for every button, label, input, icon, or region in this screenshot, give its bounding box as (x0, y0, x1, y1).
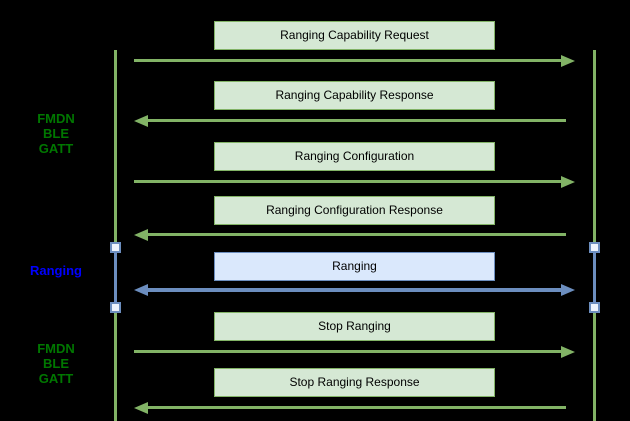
arrowhead-left-icon (134, 402, 148, 414)
message-box-ranging-capability-response: Ranging Capability Response (214, 81, 495, 110)
activation-marker (110, 302, 121, 313)
protocol-label-line: Ranging (30, 263, 82, 278)
activation-marker (589, 302, 600, 313)
protocol-label-line: GATT (38, 141, 74, 156)
activation-segment-right (593, 247, 596, 308)
arrowhead-right-icon (561, 346, 575, 358)
arrow-left-icon (134, 402, 575, 414)
arrowhead-right-icon (561, 284, 575, 296)
arrow-left-icon (134, 115, 575, 127)
arrow-right-icon (134, 346, 575, 358)
arrow-right-icon (134, 176, 575, 188)
protocol-label-line: FMDN (37, 341, 75, 356)
arrowhead-left-icon (134, 284, 148, 296)
message-label: Ranging Configuration (294, 149, 415, 163)
arrow-left-icon (134, 229, 575, 241)
message-label: Ranging Capability Response (275, 88, 434, 102)
lifeline-left (114, 50, 117, 421)
protocol-label-line: FMDN (37, 111, 75, 126)
message-box-ranging-configuration-response: Ranging Configuration Response (214, 196, 495, 225)
message-label: Stop Ranging (318, 319, 391, 333)
arrow-shaft (134, 180, 564, 183)
arrow-shaft (134, 59, 564, 62)
message-box-stop-ranging-response: Stop Ranging Response (214, 368, 495, 397)
protocol-label-fmdn-gatt-top: FMDN BLE GATT (13, 111, 99, 156)
message-label: Ranging Capability Request (280, 28, 429, 42)
arrowhead-left-icon (134, 229, 148, 241)
message-box-ranging: Ranging (214, 252, 495, 281)
message-box-ranging-capability-request: Ranging Capability Request (214, 21, 495, 50)
activation-segment-left (114, 247, 117, 308)
protocol-label-fmdn-gatt-bottom: FMDN BLE GATT (13, 341, 99, 386)
arrow-shaft (145, 406, 566, 409)
arrow-bidirectional-icon (134, 284, 575, 296)
protocol-label-ranging: Ranging (13, 263, 99, 278)
arrowhead-right-icon (561, 176, 575, 188)
arrow-shaft (145, 288, 564, 292)
lifeline-right (593, 50, 596, 421)
activation-marker (589, 242, 600, 253)
arrow-right-icon (134, 55, 575, 67)
activation-marker (110, 242, 121, 253)
protocol-label-line: BLE (43, 126, 69, 141)
message-label: Stop Ranging Response (289, 375, 420, 389)
arrowhead-left-icon (134, 115, 148, 127)
protocol-label-line: GATT (38, 371, 74, 386)
protocol-label-line: BLE (43, 356, 69, 371)
arrowhead-right-icon (561, 55, 575, 67)
message-box-stop-ranging: Stop Ranging (214, 312, 495, 341)
arrow-shaft (145, 119, 566, 122)
arrow-shaft (134, 350, 564, 353)
message-label: Ranging Configuration Response (266, 203, 443, 217)
message-label: Ranging (332, 259, 377, 273)
arrow-shaft (145, 233, 566, 236)
message-box-ranging-configuration: Ranging Configuration (214, 142, 495, 171)
